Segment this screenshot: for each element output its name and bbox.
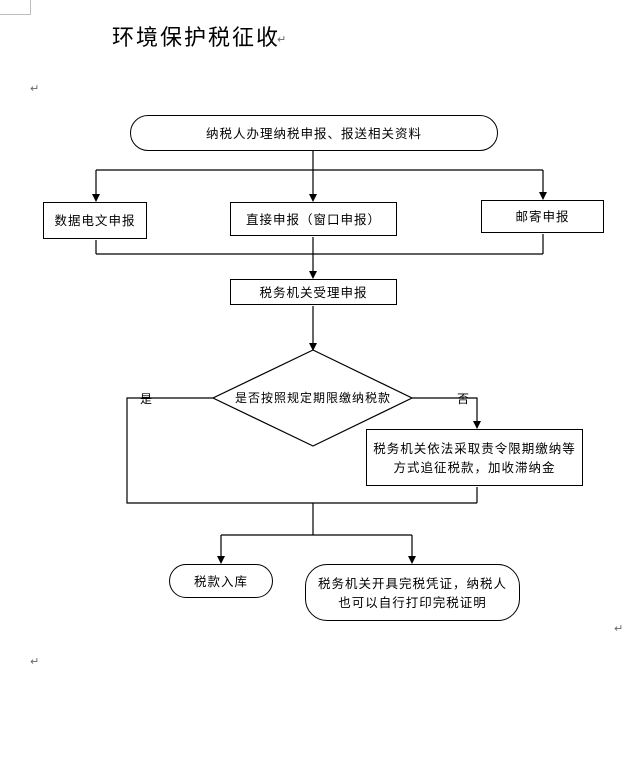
- no-branch-arrow: [412, 397, 481, 429]
- decision-text: 是否按照规定期限缴纳税款: [234, 391, 391, 405]
- page-title: 环境保护税征收: [112, 26, 281, 51]
- paragraph-mark: ↵: [614, 622, 624, 635]
- electronic-filing-box: 数据电文申报: [43, 202, 147, 239]
- tax-certificate-node: 税务机关开具完税凭证，纳税人也可以自行打印完税证明: [305, 564, 520, 621]
- page-corner-marker: [0, 0, 31, 15]
- collection-order-box: 税务机关依法采取责令限期缴纳等方式追征税款，加收滞纳金: [366, 429, 583, 486]
- direct-filing-box: 直接申报（窗口申报）: [230, 202, 397, 236]
- yes-label: 是: [140, 392, 153, 406]
- start-node: 纳税人办理纳税申报、报送相关资料: [130, 115, 498, 151]
- accept-filing-box: 税务机关受理申报: [230, 279, 397, 305]
- mail-filing-box: 邮寄申报: [481, 200, 604, 233]
- yes-branch-line: [126, 397, 477, 504]
- decision-diamond: [211, 349, 414, 447]
- paragraph-mark: ↵: [30, 655, 40, 668]
- paragraph-mark: ↵: [30, 82, 40, 95]
- paragraph-mark: ↵: [277, 33, 287, 46]
- no-label: 否: [457, 392, 470, 406]
- tax-storage-node: 税款入库: [169, 564, 273, 598]
